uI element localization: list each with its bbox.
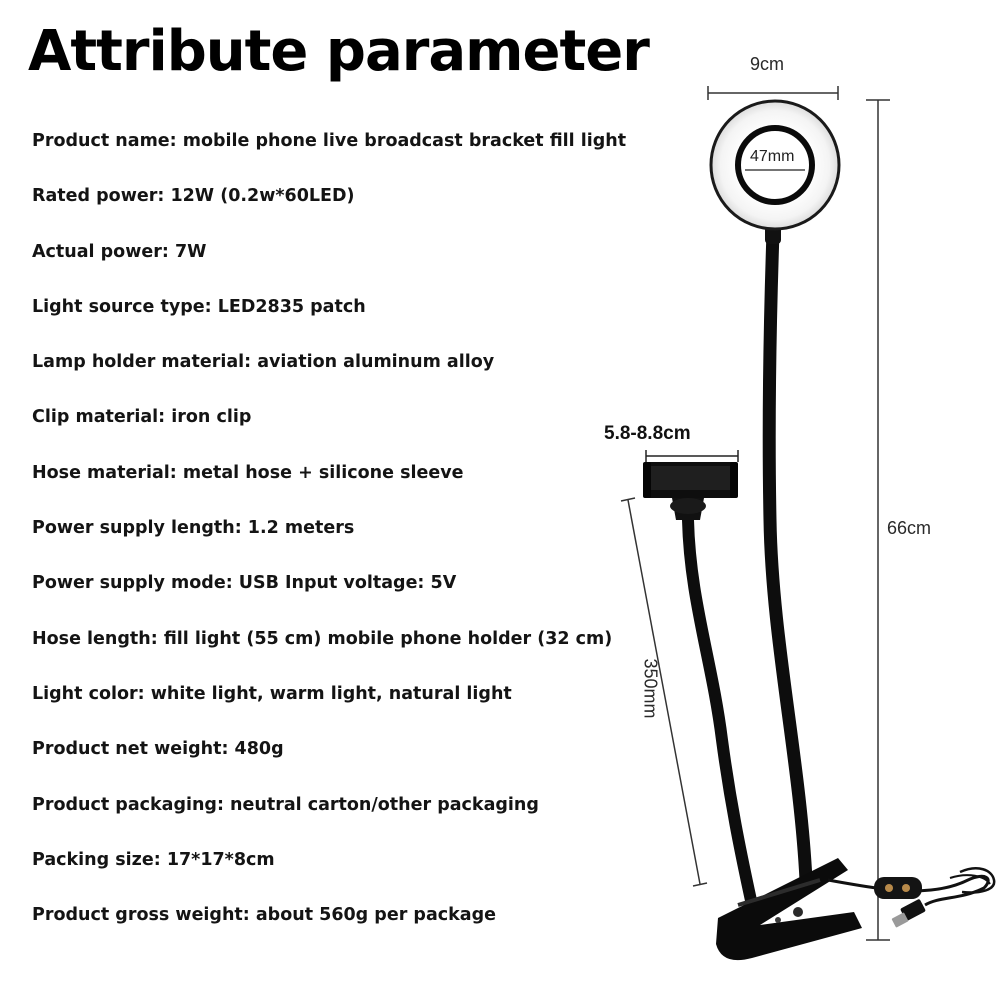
ring-light-gooseneck [762,222,813,887]
desk-clip [716,858,862,961]
usb-cable [827,867,996,907]
spec-power-supply-mode: Power supply mode: USB Input voltage: 5V [32,573,457,594]
spec-list: Product name: mobile phone live broadcas… [32,114,626,943]
dimension-line-total-height [866,99,890,941]
inline-switch [874,877,922,899]
spec-light-color: Light color: white light, warm light, na… [32,683,512,704]
spec-packaging: Product packaging: neutral carton/other … [32,794,539,815]
dimension-label-total-height: 66cm [887,518,932,538]
spec-product-name: Product name: mobile phone live broadcas… [32,131,627,151]
usb-plug [891,899,926,928]
spec-hose-material: Hose material: metal hose + silicone sle… [32,462,464,483]
spec-net-weight: Product net weight: 480g [32,739,284,760]
spec-gross-weight: Product gross weight: about 560g per pac… [32,905,496,926]
dimension-label-arm-length: 350mm [640,658,661,719]
dimension-line-ring-width [707,86,839,100]
spec-lamp-holder-material: Lamp holder material: aviation aluminum … [32,352,495,373]
ring-light [709,99,841,231]
spec-power-supply-length: Power supply length: 1.2 meters [32,518,355,539]
dimension-label-ring-width: 9cm [750,54,785,74]
spec-actual-power: Actual power: 7W [32,241,207,262]
dimension-label-holder-width: 5.8-8.8cm [604,423,691,444]
spec-light-source: Light source type: LED2835 patch [32,296,366,317]
phone-holder-gooseneck [682,514,758,911]
spec-clip-material: Clip material: iron clip [32,407,252,428]
phone-holder-clamp [643,462,738,520]
spec-packing-size: Packing size: 17*17*8cm [32,849,275,870]
dimension-label-ring-inner: 47mm [750,148,795,165]
dimension-line-holder-width [645,450,739,462]
spec-hose-length: Hose length: fill light (55 cm) mobile p… [32,628,613,649]
dimension-line-arm-length [620,497,708,887]
spec-rated-power: Rated power: 12W (0.2w*60LED) [32,186,355,207]
page-title: Attribute parameter [28,19,650,84]
